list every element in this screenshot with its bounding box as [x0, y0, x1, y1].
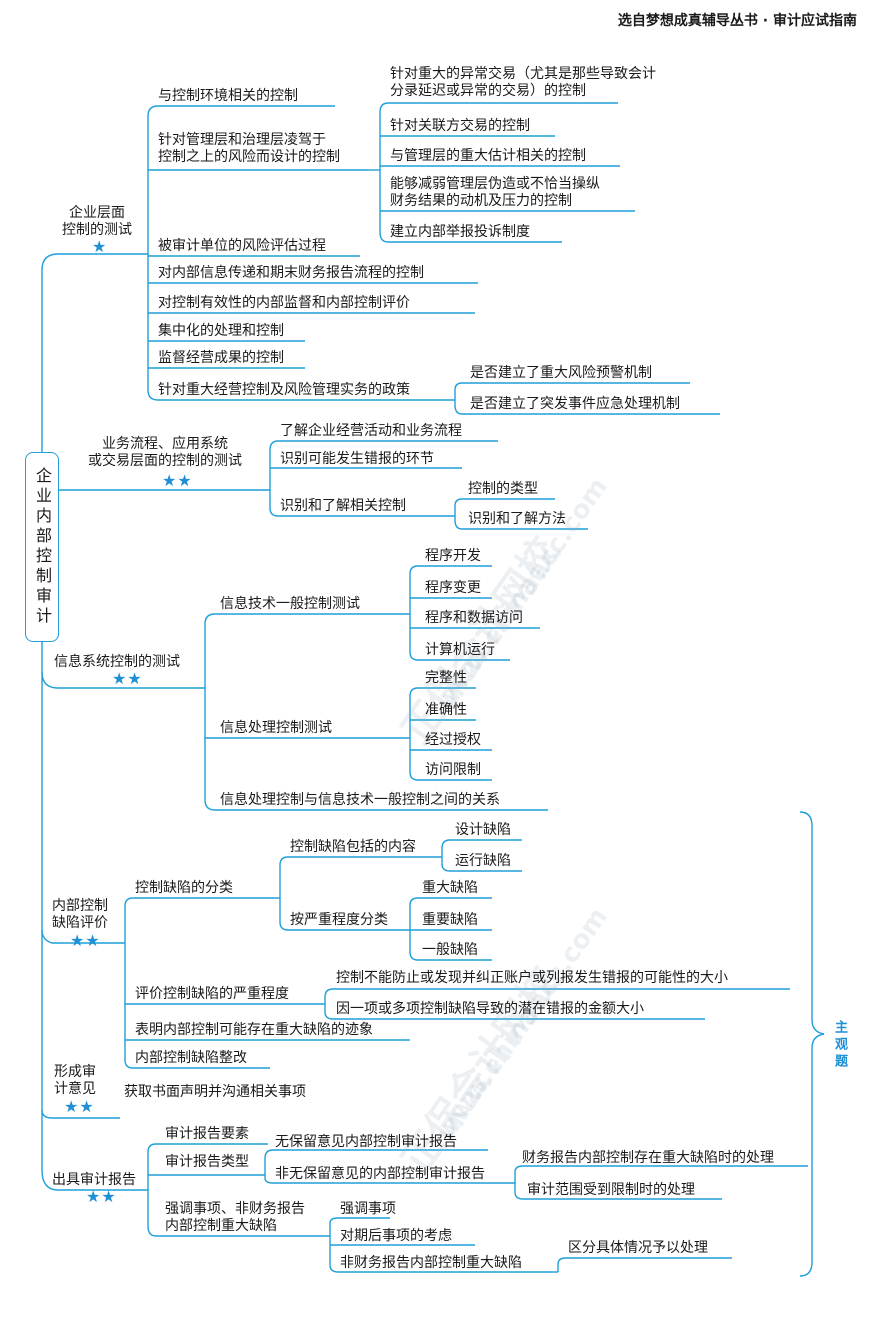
node-d1: 控制缺陷的分类	[135, 880, 233, 896]
node-d1b3: 一般缺陷	[422, 942, 478, 958]
node-f2c2b: 审计范围受到限制时的处理	[527, 1182, 695, 1198]
s4-stars: ★★	[70, 931, 101, 950]
node-d1b1: 重大缺陷	[422, 880, 478, 896]
s6-stars: ★★	[86, 1187, 117, 1206]
node-f2c2a: 财务报告内部控制存在重大缺陷时的处理	[522, 1150, 774, 1166]
s1-stars: ★	[92, 237, 108, 256]
s2-label: 业务流程、应用系统 或交易层面的控制的测试	[88, 436, 242, 469]
s1-label: 企业层面 控制的测试	[62, 205, 132, 238]
node-a7: 监督经营成果的控制	[158, 350, 284, 366]
node-d1a2: 运行缺陷	[455, 853, 511, 869]
node-c3: 信息处理控制与信息技术一般控制之间的关系	[220, 792, 500, 808]
s5-label: 形成审 计意见	[54, 1064, 96, 1097]
node-c2c4: 访问限制	[425, 762, 481, 778]
node-c1c1: 程序开发	[425, 548, 481, 564]
s2-stars: ★★	[162, 471, 193, 490]
node-d1a: 控制缺陷包括的内容	[290, 839, 416, 855]
s3-label: 信息系统控制的测试	[54, 654, 180, 670]
node-c2: 信息处理控制测试	[220, 720, 332, 736]
node-b2: 识别可能发生错报的环节	[280, 451, 434, 467]
node-b1: 了解企业经营活动和业务流程	[280, 423, 462, 439]
node-f3c2: 对期后事项的考虑	[340, 1228, 452, 1244]
node-a2c1: 针对重大的异常交易（尤其是那些导致会计 分录延迟或异常的交易）的控制	[390, 66, 656, 99]
s6-label: 出具审计报告	[52, 1172, 136, 1188]
node-f3c3: 非财务报告内部控制重大缺陷	[340, 1255, 522, 1271]
node-d1b2: 重要缺陷	[422, 912, 478, 928]
page-header: 选自梦想成真辅导丛书 · 审计应试指南	[617, 13, 857, 29]
side-label-subjective: 主观题	[832, 1020, 847, 1071]
node-a4: 对内部信息传递和期末财务报告流程的控制	[158, 265, 424, 281]
node-a8c1: 是否建立了重大风险预警机制	[470, 365, 652, 381]
node-e1: 获取书面声明并沟通相关事项	[124, 1084, 306, 1100]
node-d2c2: 因一项或多项控制缺陷导致的潜在错报的金额大小	[336, 1001, 644, 1017]
node-f1: 审计报告要素	[165, 1126, 249, 1142]
node-a2c4: 能够减弱管理层伪造或不恰当操纵 财务结果的动机及压力的控制	[390, 176, 600, 209]
node-a2: 针对管理层和治理层凌驾于 控制之上的风险而设计的控制	[158, 132, 340, 165]
node-a8: 针对重大经营控制及风险管理实务的政策	[158, 382, 410, 398]
node-a2c5: 建立内部举报投诉制度	[390, 224, 530, 240]
node-c1c2: 程序变更	[425, 580, 481, 596]
node-d4: 内部控制缺陷整改	[135, 1050, 247, 1066]
node-f3c3a: 区分具体情况予以处理	[568, 1240, 708, 1256]
s5-stars: ★★	[64, 1097, 95, 1116]
node-f2c2: 非无保留意见的内部控制审计报告	[275, 1166, 485, 1182]
node-c2c3: 经过授权	[425, 732, 481, 748]
node-a3: 被审计单位的风险评估过程	[158, 238, 326, 254]
node-c1c4: 计算机运行	[425, 642, 495, 658]
node-b3c2: 识别和了解方法	[468, 511, 566, 527]
node-c2c2: 准确性	[425, 702, 467, 718]
node-a1: 与控制环境相关的控制	[158, 88, 298, 104]
node-c1c3: 程序和数据访问	[425, 610, 523, 626]
node-d3: 表明内部控制可能存在重大缺陷的迹象	[135, 1022, 373, 1038]
node-f3c1: 强调事项	[340, 1201, 396, 1217]
node-a2c2: 针对关联方交易的控制	[390, 118, 530, 134]
node-f2c1: 无保留意见内部控制审计报告	[275, 1134, 457, 1150]
node-f3: 强调事项、非财务报告 内部控制重大缺陷	[165, 1201, 305, 1234]
root-node: 企业内部控制审计	[25, 452, 59, 642]
s4-label: 内部控制 缺陷评价	[52, 898, 108, 931]
node-d1b: 按严重程度分类	[290, 912, 388, 928]
node-a2c3: 与管理层的重大估计相关的控制	[390, 148, 586, 164]
node-a8c2: 是否建立了突发事件应急处理机制	[470, 396, 680, 412]
node-c2c1: 完整性	[425, 670, 467, 686]
node-d1a1: 设计缺陷	[455, 822, 511, 838]
node-f2: 审计报告类型	[165, 1154, 249, 1170]
node-d2: 评价控制缺陷的严重程度	[135, 986, 289, 1002]
node-a6: 集中化的处理和控制	[158, 323, 284, 339]
node-b3: 识别和了解相关控制	[280, 498, 406, 514]
s3-stars: ★★	[112, 669, 143, 688]
node-d2c1: 控制不能防止或发现并纠正账户或列报发生错报的可能性的大小	[336, 970, 728, 986]
node-c1: 信息技术一般控制测试	[220, 596, 360, 612]
node-a5: 对控制有效性的内部监督和内部控制评价	[158, 295, 410, 311]
node-b3c1: 控制的类型	[468, 481, 538, 497]
